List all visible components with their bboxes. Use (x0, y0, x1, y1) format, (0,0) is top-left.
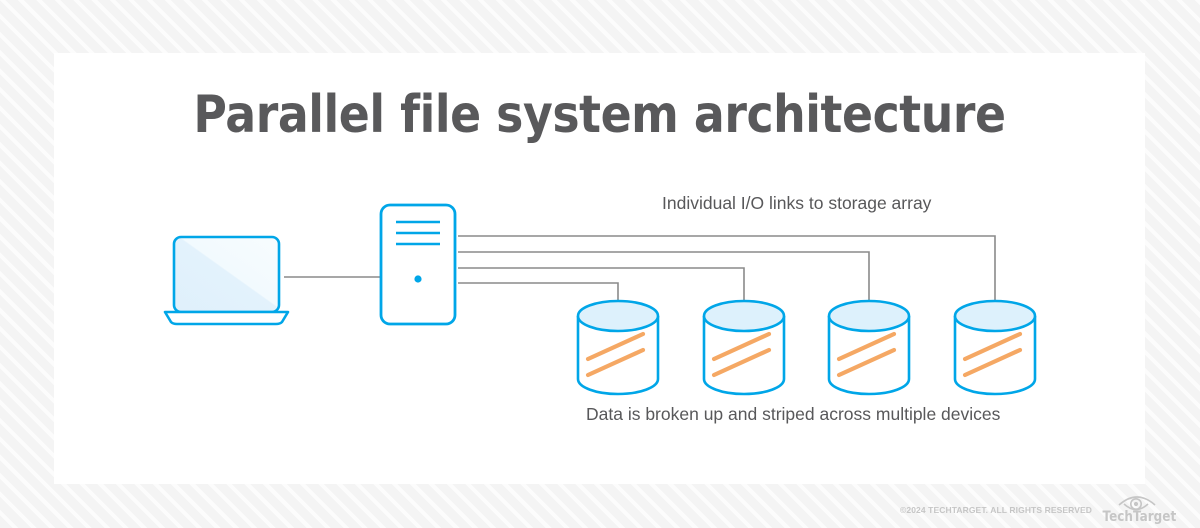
architecture-diagram (163, 203, 1037, 396)
annotation-striping: Data is broken up and striped across mul… (586, 404, 1001, 424)
database-cylinder-icon (702, 299, 786, 396)
eye-icon (1118, 496, 1156, 511)
database-cylinder-icon (576, 299, 660, 396)
copyright-text: ©2024 TECHTARGET. ALL RIGHTS RESERVED (900, 505, 1092, 515)
database-cylinder-icon (953, 299, 1037, 396)
link-server-to-storage-4 (458, 235, 996, 302)
connector-group (284, 235, 996, 302)
link-server-to-storage-3 (458, 251, 870, 302)
database-cylinder-icon (827, 299, 911, 396)
server-power-indicator (414, 275, 422, 283)
server-tower-icon (379, 203, 457, 326)
techtarget-logo: TechTarget (1097, 493, 1177, 527)
logo-wordmark: TechTarget (1102, 509, 1177, 525)
link-server-to-storage-1 (458, 282, 619, 302)
page-title: Parallel file system architecture (193, 85, 1006, 145)
footer-bar: ©2024 TECHTARGET. ALL RIGHTS RESERVED Te… (0, 492, 1200, 528)
laptop-icon (163, 235, 290, 326)
link-server-to-storage-2 (458, 267, 745, 302)
annotation-io-links: Individual I/O links to storage array (662, 193, 932, 213)
content-card: Parallel file system architecture Indivi… (54, 53, 1145, 484)
